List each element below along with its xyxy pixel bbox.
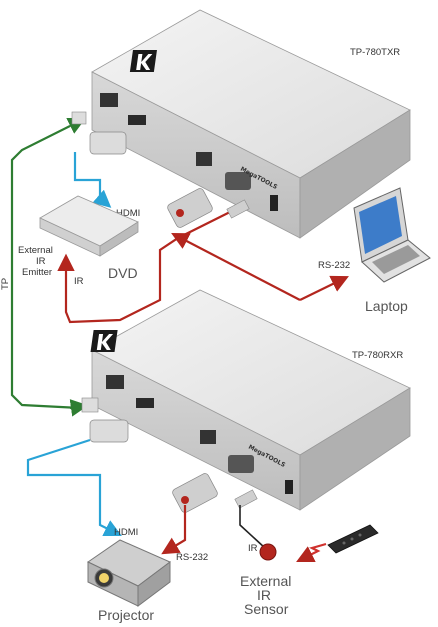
ir-emitter-label-line1: External: [18, 245, 53, 256]
hdmi-cable-top: [73, 131, 127, 208]
projector: [87, 539, 171, 607]
tp-port: [106, 375, 124, 389]
hdmi-top-label: HDMI: [116, 208, 140, 219]
rs232-top-label: RS-232: [318, 260, 350, 271]
kramer-logo: [90, 330, 118, 352]
receiver-model-label: TP-780RXR: [352, 350, 403, 361]
ir-sensor-cable: [234, 489, 277, 561]
rs232-cable-top: [167, 188, 349, 301]
tp-cable: [10, 111, 99, 417]
ir-emitter-label-line2: IR: [36, 256, 46, 267]
tp-label: TP: [0, 278, 11, 290]
ir-sensor-label-line2: IR: [257, 587, 271, 603]
rs232-port: [228, 455, 254, 473]
laptop-label: Laptop: [365, 298, 408, 314]
ir-emitter-label-line3: Emitter: [22, 267, 52, 278]
ethernet-port: [196, 152, 212, 166]
power-connector: [285, 480, 293, 494]
projector-label: Projector: [98, 607, 154, 623]
rs232-port: [225, 172, 251, 190]
ir-signal-icon: [296, 542, 327, 562]
ir-sensor-label-line1: External: [240, 573, 291, 589]
ir-sensor-label-line3: Sensor: [244, 601, 289, 617]
hdmi-bottom-label: HDMI: [114, 527, 138, 538]
hdmi-port: [136, 398, 154, 408]
rs232-cable-bottom: [161, 473, 218, 555]
ir-top-label: IR: [74, 276, 84, 287]
dvd-label: DVD: [108, 265, 138, 281]
transmitter-device: MegaTOOLS: [91, 9, 411, 239]
remote-control: [327, 524, 379, 554]
transmitter-model-label: TP-780TXR: [350, 47, 400, 58]
receiver-device: MegaTOOLS: [90, 289, 411, 511]
hdmi-cable-bottom: [26, 419, 129, 536]
hdmi-port: [128, 115, 146, 125]
ir-sensor: [259, 543, 277, 561]
dvd-player: [39, 195, 139, 257]
tp-port: [100, 93, 118, 107]
laptop: [353, 187, 431, 283]
ethernet-port: [200, 430, 216, 444]
rs232-bottom-label: RS-232: [176, 552, 208, 563]
ir-bottom-label: IR: [248, 543, 258, 554]
kramer-logo: [129, 50, 157, 72]
power-connector: [270, 195, 278, 211]
